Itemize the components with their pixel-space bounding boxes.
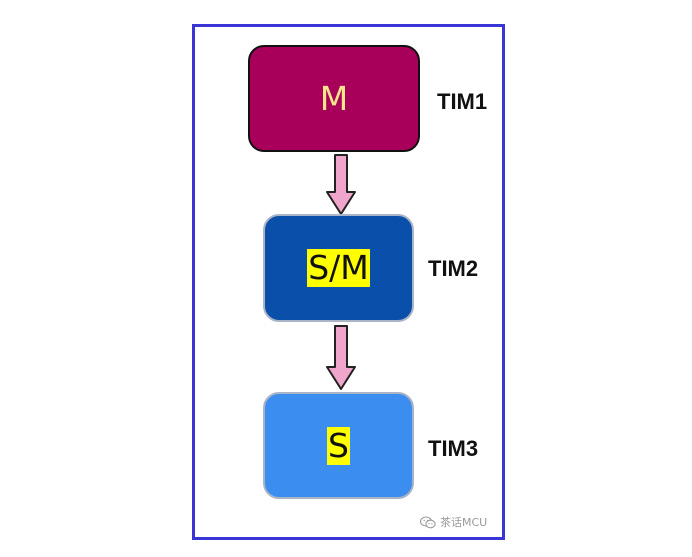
wechat-icon: [420, 515, 436, 528]
arrow-shape: [326, 154, 356, 215]
master-label: M: [319, 78, 349, 118]
slave-box: S: [263, 392, 414, 499]
slave-master-label: S/M: [307, 248, 370, 287]
arrow-shape: [326, 325, 356, 390]
tim1-label: TIM1: [437, 89, 488, 114]
watermark-text: 茶话MCU: [440, 516, 488, 529]
slave-label: S: [327, 425, 350, 465]
arrow-slave-master-to-slave: [326, 325, 356, 390]
tim2-label: TIM2: [428, 256, 479, 281]
master-box: M: [248, 45, 420, 152]
watermark: 茶话MCU: [420, 514, 487, 530]
slave-master-box: S/M: [263, 214, 414, 322]
arrow-master-to-slave-master: [326, 154, 356, 215]
tim3-label: TIM3: [428, 436, 479, 461]
